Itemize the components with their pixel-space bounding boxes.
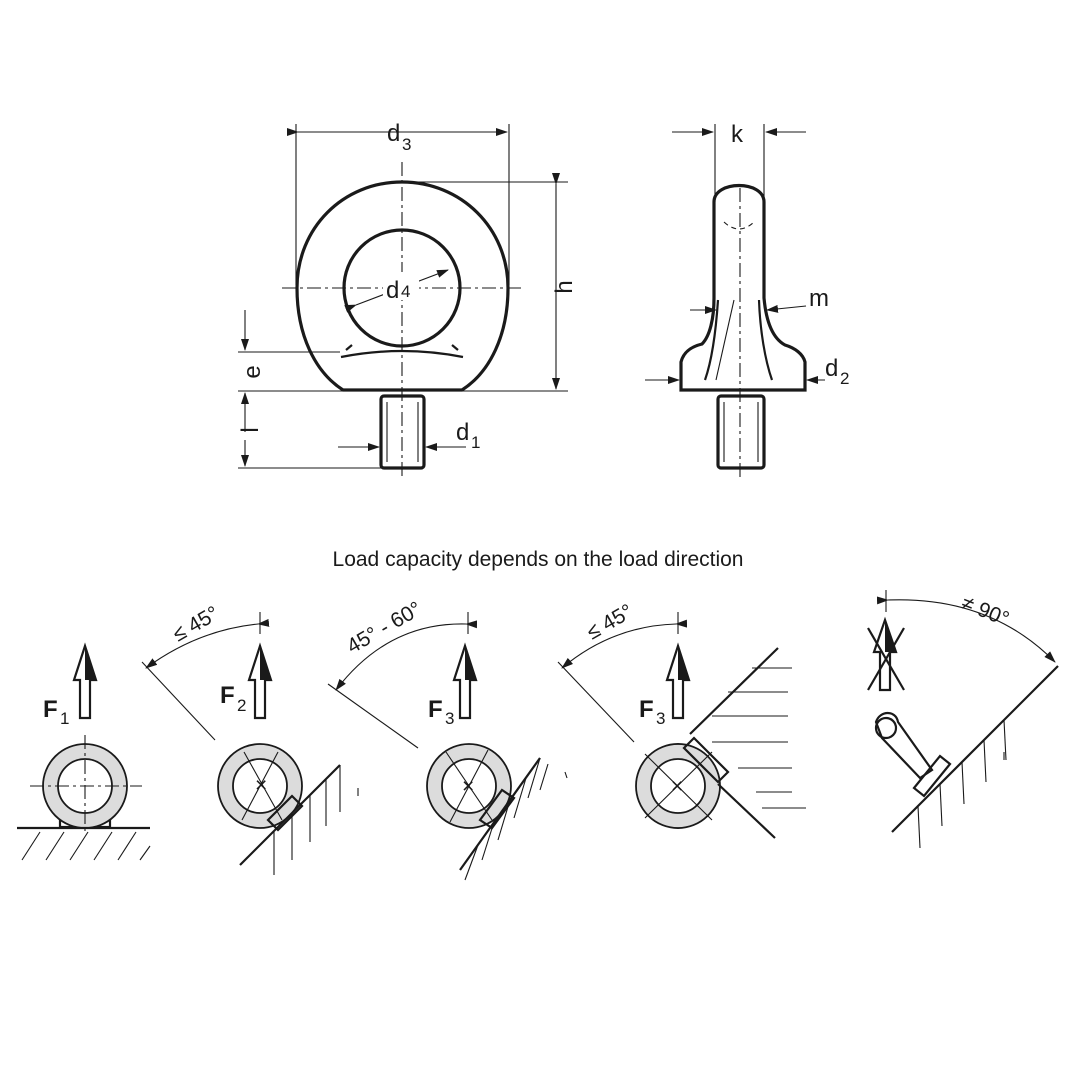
svg-text:2: 2: [840, 369, 849, 388]
dimension-d3: d 3: [387, 120, 411, 154]
svg-text:1: 1: [471, 433, 480, 452]
side-bolt-not-90: [874, 711, 934, 780]
svg-text:F: F: [220, 682, 235, 709]
caption: Load capacity depends on the load direct…: [333, 548, 744, 571]
dimension-d4: d 4: [383, 272, 419, 304]
side-view-thread: [716, 394, 766, 470]
dimension-e: e: [239, 365, 266, 378]
svg-text:d: d: [387, 120, 400, 147]
svg-text:3: 3: [656, 709, 665, 728]
svg-text:×: ×: [255, 774, 267, 797]
svg-text:×: ×: [671, 775, 683, 798]
svg-text:F: F: [639, 696, 654, 723]
dimension-h: h: [551, 280, 578, 293]
svg-text:F: F: [428, 696, 443, 723]
svg-text:4: 4: [401, 282, 410, 301]
load-case-f2: ≤ 45° F 2 ×: [141, 602, 359, 875]
svg-text:×: ×: [462, 775, 474, 798]
side-view: k m d 2: [645, 121, 849, 478]
angle-label-f3-a: 45° - 60°: [343, 597, 426, 658]
svg-text:d: d: [386, 277, 399, 304]
svg-text:d: d: [456, 419, 469, 446]
front-view: d 3 d 4 h e l d 1: [237, 120, 578, 478]
svg-text:3: 3: [402, 135, 411, 154]
svg-text:F: F: [43, 696, 58, 723]
dimension-k: k: [731, 121, 744, 148]
svg-text:3: 3: [445, 709, 454, 728]
svg-text:d: d: [825, 355, 838, 382]
side-view-body-outline: [679, 183, 807, 392]
dimension-d1: d 1: [456, 419, 480, 452]
prohibited-arrow-icon: [867, 616, 905, 692]
load-case-not-90: ≠ 90°: [867, 590, 1059, 849]
svg-text:2: 2: [237, 696, 246, 715]
load-case-f3-a: 45° - 60° F 3 ×: [327, 597, 568, 881]
load-case-f1: F 1: [17, 642, 151, 861]
load-case-f3-b: ≤ 45° F 3 ×: [557, 600, 806, 839]
svg-text:1: 1: [60, 709, 69, 728]
dimension-m: m: [809, 285, 829, 312]
dimension-d2: d 2: [825, 355, 849, 388]
dimension-l: l: [237, 427, 264, 432]
angle-label-not-90: ≠ 90°: [958, 591, 1012, 631]
